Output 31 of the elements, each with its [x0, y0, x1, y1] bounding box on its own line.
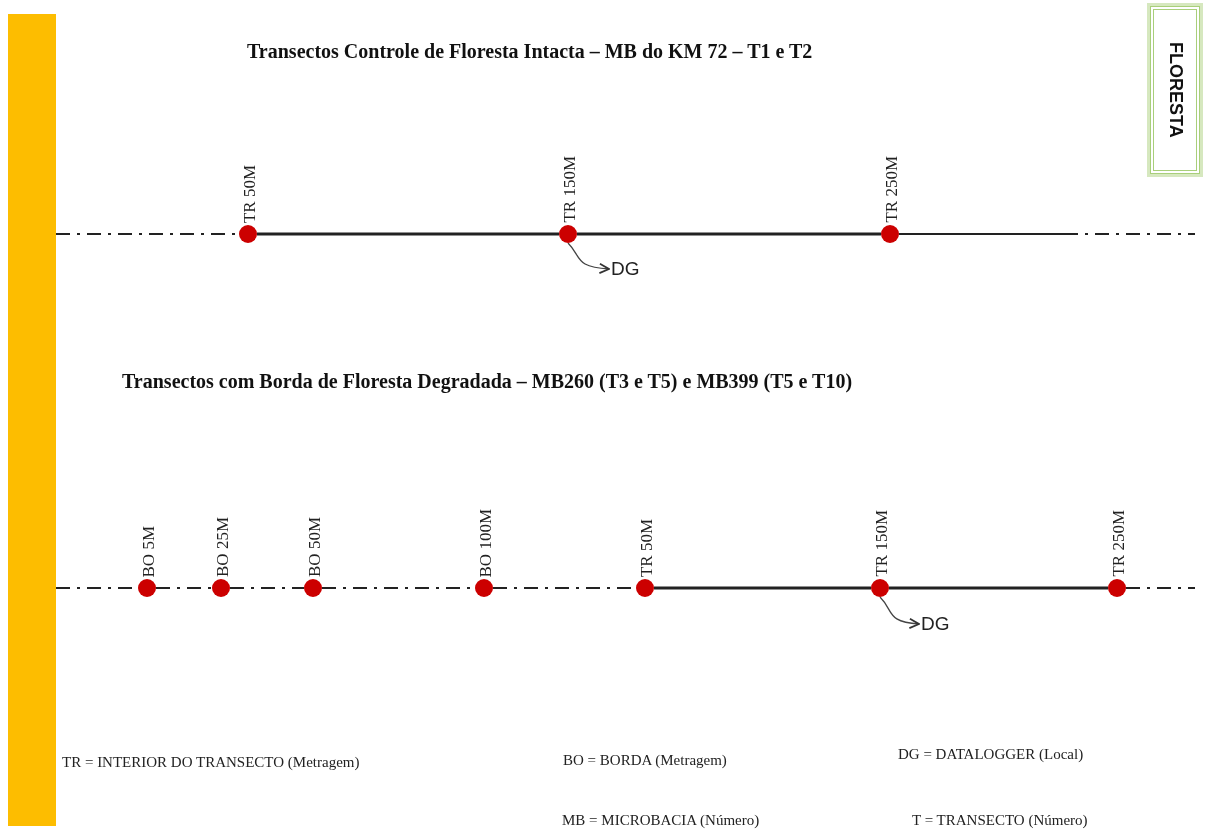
distance-label: BO 50M [305, 517, 325, 577]
forest-edge-bar [8, 14, 56, 826]
legend-text: TR = INTERIOR DO TRANSECTO (Metragem) [62, 754, 360, 771]
distance-label: TR 250M [882, 156, 902, 223]
transect-line [229, 587, 305, 589]
transect-line [577, 232, 881, 236]
datalogger-label: DG [611, 258, 640, 280]
legend-text: T = TRANSECTO (Número) [912, 812, 1088, 829]
transect-line [257, 232, 559, 236]
transect-line [1125, 587, 1196, 589]
transect-line [898, 233, 1196, 235]
arrow [567, 242, 610, 274]
distance-label: BO 5M [139, 525, 159, 577]
distance-label: TR 150M [872, 510, 892, 577]
diagram-title: Transectos Controle de Floresta Intacta – MB do KM 72 – T1 e T2 [247, 40, 813, 63]
distance-label: TR 250M [1109, 510, 1129, 577]
legend-text: BO = BORDA (Metragem) [563, 752, 727, 769]
distance-label: TR 150M [560, 156, 580, 223]
transect-line [155, 587, 213, 589]
distance-label: BO 100M [476, 508, 496, 577]
distance-label: TR 50M [637, 518, 657, 577]
transect-line [654, 586, 871, 590]
transect-line [889, 586, 1108, 590]
legend-text: DG = DATALOGGER (Local) [898, 746, 1084, 763]
distance-label: TR 50M [240, 164, 260, 223]
datalogger-label: DG [921, 613, 950, 635]
forest-box: FLORESTA [1150, 6, 1200, 174]
distance-label: BO 25M [213, 517, 233, 577]
section-heading: Transectos com Borda de Floresta Degradada – MB260 (T3 e T5) e MB399 (T5 e T10) [122, 370, 853, 393]
legend-text: MB = MICROBACIA (Número) [562, 812, 760, 829]
arrow [879, 596, 920, 629]
